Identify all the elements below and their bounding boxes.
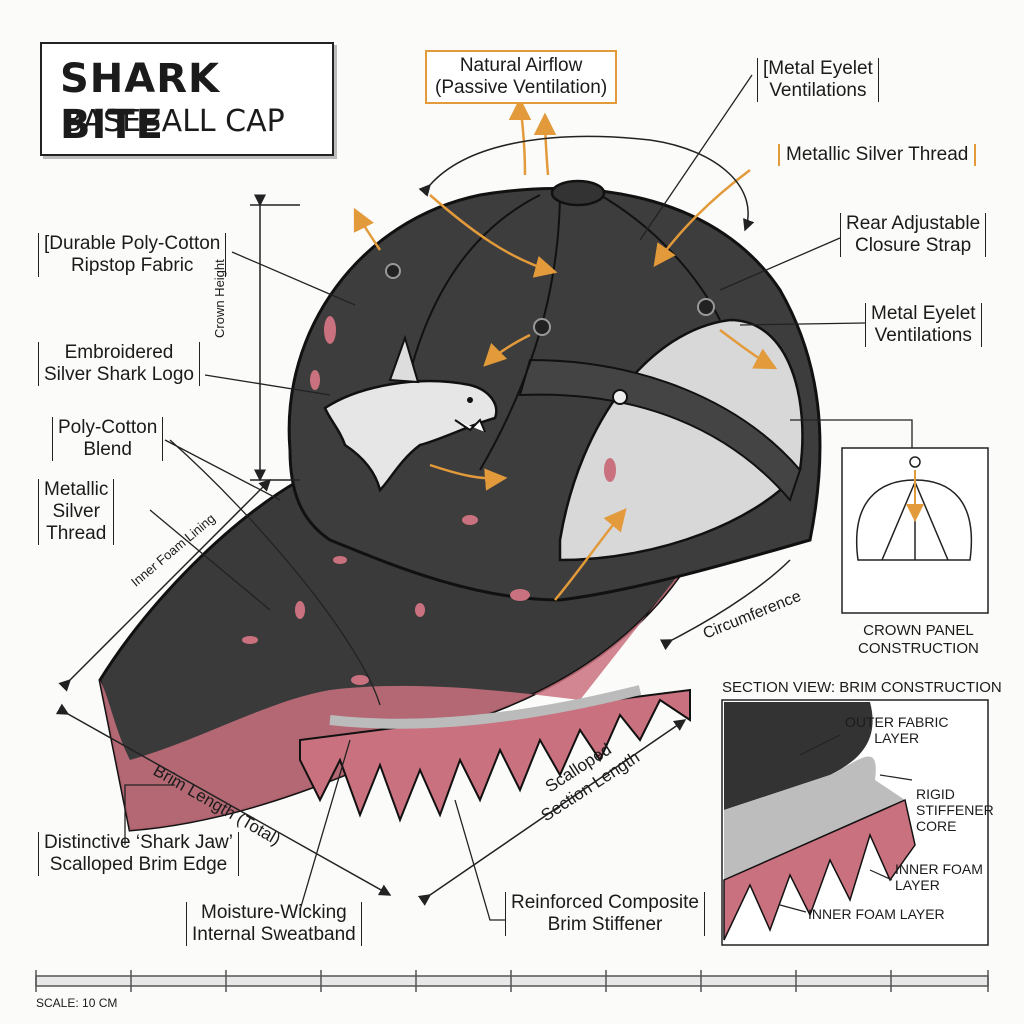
title-box: SHARK BITE BASEBALL CAP	[40, 42, 334, 156]
label-crown-height: Crown Height	[212, 259, 227, 338]
crown-button	[550, 179, 606, 207]
splatter	[242, 316, 616, 685]
title-line-2: BASEBALL CAP	[62, 104, 285, 139]
shark-logo-icon	[323, 334, 498, 493]
eyelet	[612, 389, 628, 405]
scale-label: SCALE: 10 CM	[36, 996, 118, 1010]
label-natural-airflow: Natural Airflow(Passive Ventilation)	[425, 50, 618, 104]
title-line-1: SHARK BITE	[60, 56, 221, 148]
label-shark-jaw: Distinctive ‘Shark Jaw’Scalloped Brim Ed…	[38, 832, 239, 876]
scale-bar	[35, 970, 989, 992]
section-view-title: SECTION VIEW: BRIM CONSTRUCTION	[722, 679, 1002, 696]
label-metallic-silver-thread-top: Metallic Silver Thread	[778, 144, 977, 166]
section-inner-foam-2: INNER FOAM LAYER	[808, 906, 945, 922]
